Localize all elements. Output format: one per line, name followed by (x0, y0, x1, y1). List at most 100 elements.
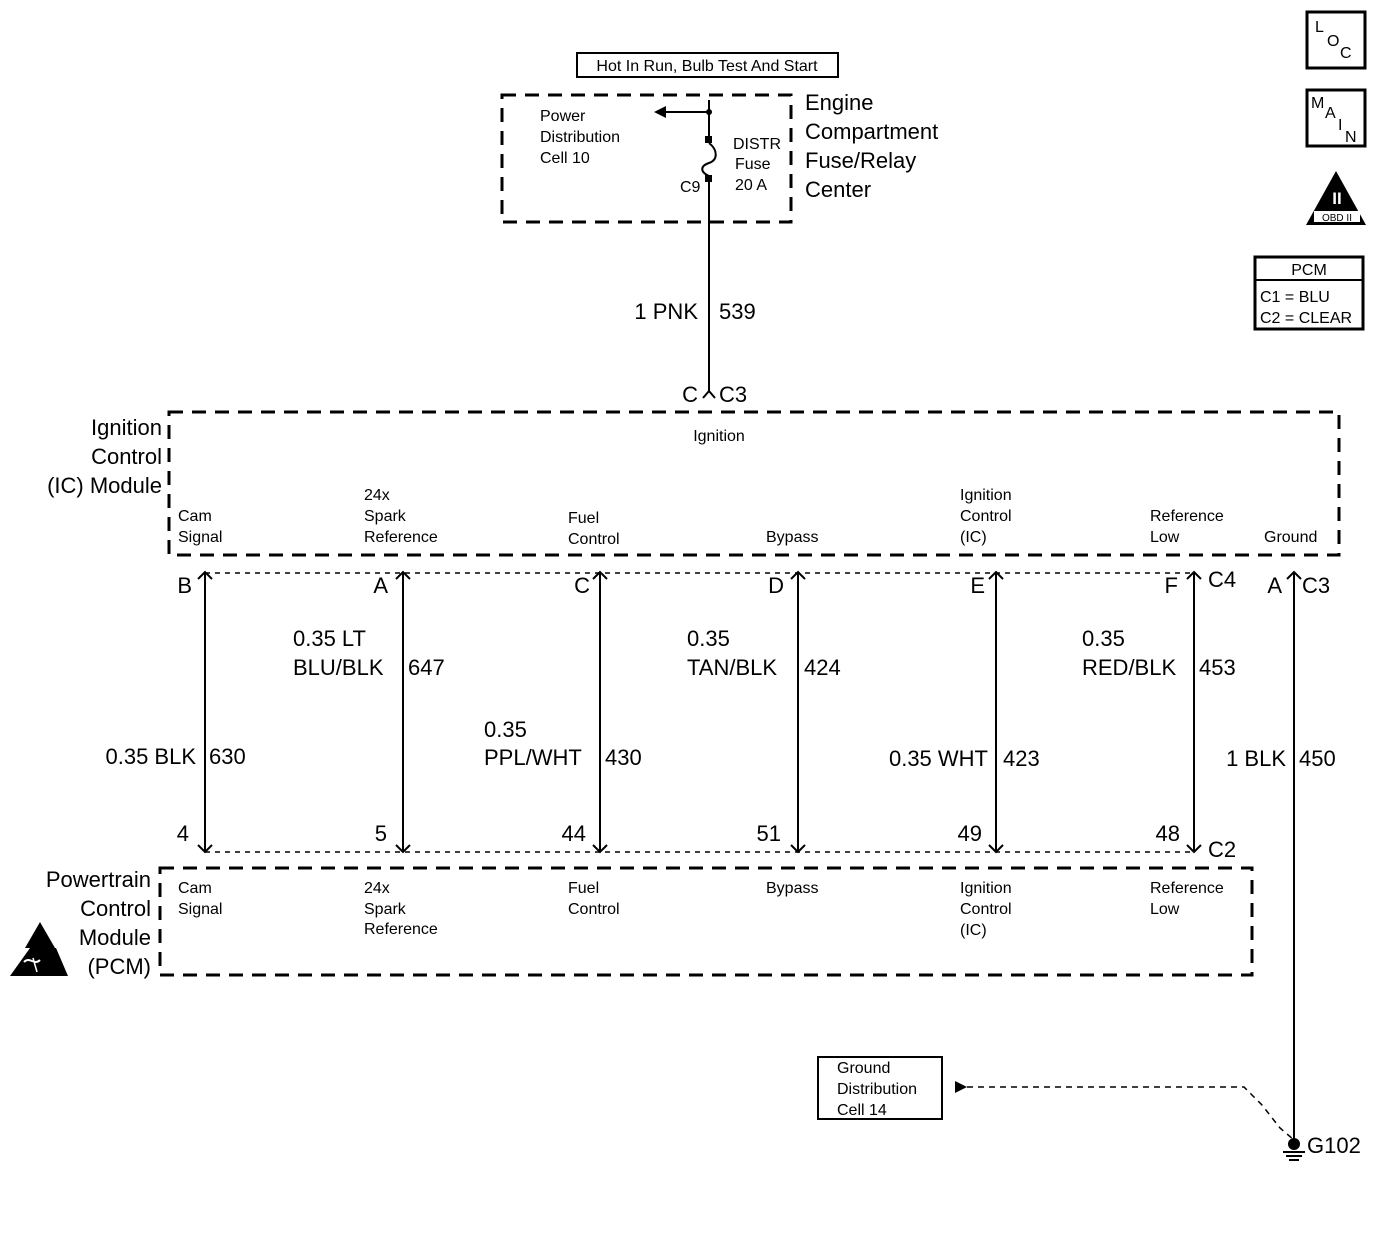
ground-link-dashed (967, 1086, 1295, 1141)
svg-text:Fuse: Fuse (735, 156, 771, 173)
svg-text:Distribution: Distribution (837, 1081, 917, 1098)
ground-label: G102 (1307, 1133, 1361, 1158)
ground-icon (1283, 1138, 1305, 1161)
svg-text:Low: Low (1150, 901, 1180, 918)
svg-text:Ground: Ground (1264, 529, 1317, 546)
fuse-connector-label: C9 (680, 179, 701, 196)
svg-text:Cam: Cam (178, 880, 212, 897)
ic-pin-f: F (1165, 573, 1178, 598)
fuse-label: DISTR Fuse 20 A (733, 136, 781, 194)
svg-text:Ignition: Ignition (960, 487, 1012, 504)
svg-text:II: II (1332, 189, 1341, 208)
wire-430 (592, 570, 608, 854)
svg-text:24x: 24x (364, 880, 390, 897)
svg-text:Cell 10: Cell 10 (540, 150, 590, 167)
pcm-name: Powertrain Control Module (PCM) (46, 867, 151, 979)
wire-647-circuit: 647 (408, 655, 445, 680)
fuse-center-name: Engine Compartment Fuse/Relay Center (805, 90, 938, 202)
svg-text:Control: Control (960, 901, 1012, 918)
pcm-pin-51: 51 (757, 821, 781, 846)
svg-text:(IC): (IC) (960, 922, 987, 939)
svg-text:L: L (1315, 19, 1324, 36)
wire-450-circuit: 450 (1299, 746, 1336, 771)
svg-text:M: M (1311, 95, 1324, 112)
loc-icon[interactable]: L O C (1305, 10, 1367, 70)
svg-text:Module: Module (79, 925, 151, 950)
pcm-terminal-reference-low: Reference Low (1150, 880, 1224, 918)
svg-text:Low: Low (1150, 529, 1180, 546)
pcm-pin-49: 49 (958, 821, 982, 846)
svg-text:Fuel: Fuel (568, 510, 599, 527)
svg-text:Cell 14: Cell 14 (837, 1102, 887, 1119)
power-condition-label: Hot In Run, Bulb Test And Start (596, 58, 818, 75)
wire-424 (790, 570, 806, 854)
svg-text:(IC) Module: (IC) Module (47, 473, 162, 498)
svg-text:Reference: Reference (364, 921, 438, 938)
fuse-center-box (500, 93, 793, 224)
svg-text:Compartment: Compartment (805, 119, 938, 144)
ground-arrow-icon (955, 1081, 967, 1093)
ic-terminal-bypass: Bypass (766, 529, 818, 546)
pcm-connector-legend: PCM C1 = BLU C2 = CLEAR (1253, 255, 1365, 331)
ic-connector-c4: C4 (1208, 567, 1236, 592)
feed-wire-color: 1 PNK (634, 299, 698, 324)
wire-424-color-line2: TAN/BLK (687, 655, 777, 680)
pcm-box (158, 866, 1254, 977)
wire-430-circuit: 430 (605, 745, 642, 770)
wire-647 (395, 570, 411, 854)
pcm-pin-48: 48 (1156, 821, 1180, 846)
fuse-symbol (654, 100, 717, 392)
svg-text:Center: Center (805, 177, 871, 202)
ic-terminal-fuel-control: Fuel Control (568, 510, 620, 548)
ic-connector-c3: C3 (1302, 573, 1330, 598)
svg-text:Fuel: Fuel (568, 880, 599, 897)
svg-text:Powertrain: Powertrain (46, 867, 151, 892)
pcm-terminal-24x-spark-reference: 24x Spark Reference (364, 880, 438, 938)
svg-text:Engine: Engine (805, 90, 874, 115)
wire-453-color-line1: 0.35 (1082, 626, 1125, 651)
esd-warning-icon (10, 922, 68, 976)
arrow-left-icon (654, 106, 666, 118)
feed-pin: C (682, 382, 698, 407)
svg-text:Reference: Reference (364, 529, 438, 546)
ic-module-name: Ignition Control (IC) Module (47, 415, 162, 498)
main-icon[interactable]: M A I N (1305, 88, 1367, 148)
svg-text:Bypass: Bypass (766, 880, 818, 897)
svg-text:N: N (1345, 129, 1357, 146)
ic-ignition-label: Ignition (693, 428, 745, 445)
svg-text:Reference: Reference (1150, 508, 1224, 525)
ic-pin-a: A (373, 573, 388, 598)
wire-453-color-line2: RED/BLK (1082, 655, 1176, 680)
svg-text:Ignition: Ignition (91, 415, 162, 440)
ic-pin-b: B (177, 573, 192, 598)
svg-text:Spark: Spark (364, 508, 407, 525)
wire-430-color-line2: PPL/WHT (484, 745, 582, 770)
ic-terminal-ignition-control: Ignition Control (IC) (960, 487, 1012, 546)
wire-647-color-line1: 0.35 LT (293, 626, 366, 651)
svg-text:Ground: Ground (837, 1060, 890, 1077)
svg-text:Distribution: Distribution (540, 129, 620, 146)
svg-text:DISTR: DISTR (733, 136, 781, 153)
connector-chevron-icon (702, 389, 716, 399)
pcm-pin-5: 5 (375, 821, 387, 846)
pcm-terminal-fuel-control: Fuel Control (568, 880, 620, 918)
ic-pin-e: E (970, 573, 985, 598)
svg-text:C1 = BLU: C1 = BLU (1260, 289, 1330, 306)
svg-text:Control: Control (568, 531, 620, 548)
wire-453-circuit: 453 (1199, 655, 1236, 680)
svg-text:Spark: Spark (364, 901, 407, 918)
wire-630-circuit: 630 (209, 744, 246, 769)
svg-text:Control: Control (568, 901, 620, 918)
feed-wire-circuit: 539 (719, 299, 756, 324)
svg-text:(PCM): (PCM) (87, 954, 151, 979)
wire-430-color-line1: 0.35 (484, 717, 527, 742)
svg-text:I: I (1338, 117, 1342, 134)
pcm-pin-4: 4 (177, 821, 189, 846)
obd-ii-icon[interactable]: II OBD II (1306, 171, 1366, 225)
power-condition-box: Hot In Run, Bulb Test And Start (576, 52, 839, 78)
svg-text:C: C (1340, 45, 1352, 62)
ic-pin-c: C (574, 573, 590, 598)
pcm-terminal-ignition-control: Ignition Control (IC) (960, 880, 1012, 939)
ic-terminal-cam-signal: Cam Signal (178, 508, 222, 546)
ic-terminal-ground: Ground (1264, 529, 1317, 546)
